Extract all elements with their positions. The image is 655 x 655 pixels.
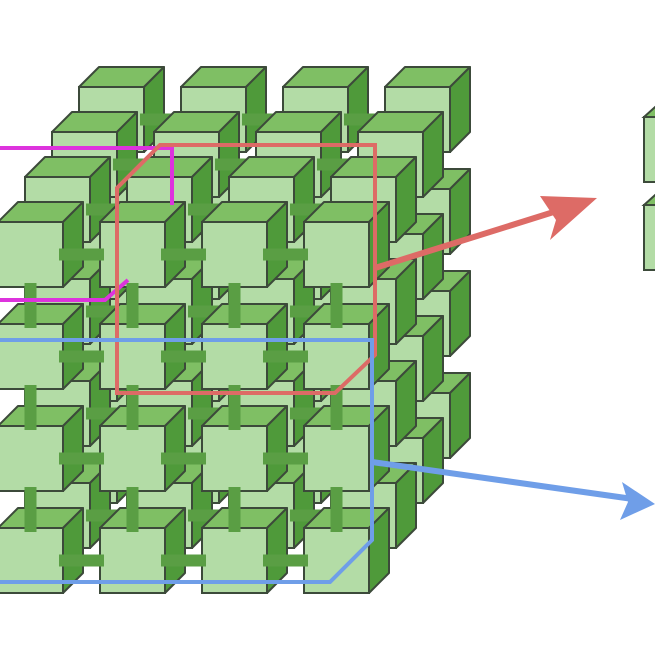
horizontal-connector <box>161 350 206 363</box>
lattice-cube <box>99 201 186 288</box>
vertical-connector <box>126 385 139 430</box>
cube-front-face <box>0 425 64 492</box>
horizontal-connector <box>59 350 104 363</box>
vertical-connector <box>24 283 37 328</box>
horizontal-connector <box>263 350 308 363</box>
cube-front-face <box>99 425 166 492</box>
cube-top-face <box>641 105 655 118</box>
cube-front-face <box>0 221 64 288</box>
horizontal-connector <box>161 248 206 261</box>
partial-cube <box>641 105 655 183</box>
cube-top-face <box>641 193 655 206</box>
cube-front-face <box>0 323 64 390</box>
vertical-connector <box>228 487 241 532</box>
blue-selection-outline <box>0 338 374 584</box>
red-arrow-shaft <box>374 207 561 271</box>
magenta-selection-outline <box>0 146 174 205</box>
horizontal-connector <box>59 554 104 567</box>
horizontal-connector <box>263 248 308 261</box>
magenta-selection-segment <box>0 278 130 302</box>
cube-front-face <box>643 116 655 183</box>
vertical-connector <box>330 487 343 532</box>
cube-front-face <box>303 323 370 390</box>
cube-front-face <box>201 221 268 288</box>
vertical-connector <box>24 385 37 430</box>
red-selection-outline <box>115 143 377 395</box>
blue-arrow-icon <box>620 482 655 520</box>
cube-front-face <box>99 221 166 288</box>
cube-front-face <box>201 425 268 492</box>
horizontal-connector <box>59 452 104 465</box>
lattice-cube <box>0 303 84 390</box>
vertical-connector <box>330 283 343 328</box>
lattice-cube <box>99 303 186 390</box>
layer-connectors <box>24 248 343 567</box>
lattice-cube <box>99 405 186 492</box>
cube-front-face <box>99 323 166 390</box>
horizontal-connector <box>161 452 206 465</box>
horizontal-connector <box>59 248 104 261</box>
cube-front-face <box>303 221 370 288</box>
cube-front-face <box>643 204 655 271</box>
red-arrow-icon <box>540 196 597 240</box>
horizontal-connector <box>263 554 308 567</box>
vertical-connector <box>228 385 241 430</box>
vertical-connector <box>126 283 139 328</box>
lattice-cube <box>0 405 84 492</box>
lattice-cube <box>201 201 288 288</box>
vertical-connector <box>126 487 139 532</box>
partial-cube-column <box>641 105 655 271</box>
cube-front-face <box>201 323 268 390</box>
vertical-connector <box>330 385 343 430</box>
partial-cube <box>641 193 655 271</box>
lattice-cube <box>201 303 288 390</box>
horizontal-connector <box>161 554 206 567</box>
vertical-connector <box>228 283 241 328</box>
blue-arrow-shaft <box>371 459 641 503</box>
lattice-cube <box>201 405 288 492</box>
lattice-cube <box>303 405 390 492</box>
horizontal-connector <box>263 452 308 465</box>
cube-front-face <box>303 425 370 492</box>
lattice-cube <box>0 201 84 288</box>
vertical-connector <box>24 487 37 532</box>
